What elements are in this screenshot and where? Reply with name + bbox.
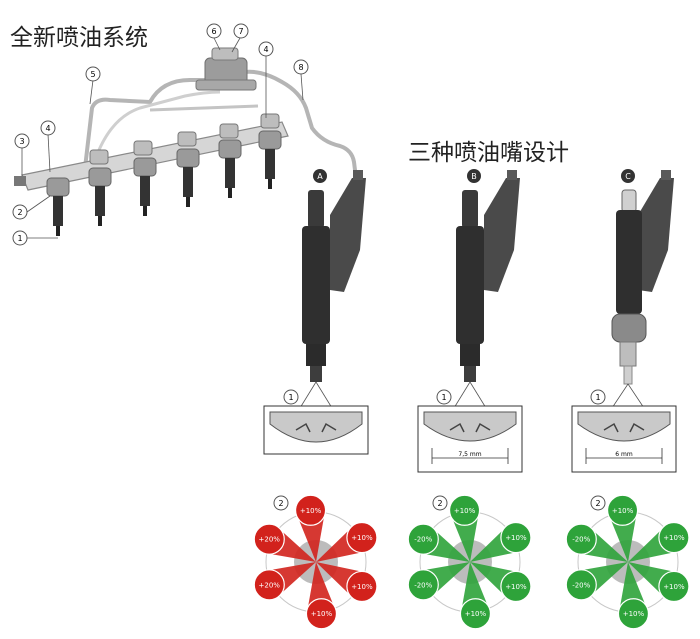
variant-b: B 1 7,5 mm xyxy=(407,169,532,630)
spray-jet-tip xyxy=(448,494,481,526)
svg-text:2: 2 xyxy=(437,499,442,508)
svg-text:2: 2 xyxy=(17,208,22,217)
spray-jet-label: +20% xyxy=(259,581,281,589)
svg-text:1: 1 xyxy=(17,234,22,243)
nozzle-tip-detail-b xyxy=(417,405,523,473)
spray-jet-tip xyxy=(294,494,327,526)
spray-jet-label: +10% xyxy=(663,534,685,542)
svg-text:4: 4 xyxy=(45,124,50,133)
variant-badge xyxy=(467,169,481,183)
spray-jet-tip xyxy=(658,570,690,603)
system-callout: 1 xyxy=(12,230,28,246)
spray-jet-label: -20% xyxy=(414,536,432,544)
svg-text:2: 2 xyxy=(278,499,283,508)
variant-badge xyxy=(313,169,327,183)
injector-b xyxy=(456,170,520,382)
spray-jet-tip xyxy=(346,570,378,603)
spray-jet-label: -20% xyxy=(572,536,590,544)
svg-text:8: 8 xyxy=(298,63,303,72)
spray-jet-label: +10% xyxy=(465,610,487,618)
svg-text:2: 2 xyxy=(595,499,600,508)
fuel-line xyxy=(243,69,358,179)
fuel-rail-system: 1 2 3 4 5 6 7 4 8 xyxy=(12,23,358,246)
spray-jet-tip xyxy=(500,521,532,554)
spray-jet-label: +10% xyxy=(300,507,322,515)
system-callout: 6 xyxy=(206,23,222,39)
svg-text:6: 6 xyxy=(211,27,216,36)
spray-jet-label: +10% xyxy=(505,583,527,591)
nozzle-tip-detail-a xyxy=(263,405,369,455)
spray-jet-label: +20% xyxy=(259,536,281,544)
variant-badge xyxy=(621,169,635,183)
system-title: 全新喷油系统 xyxy=(10,25,148,51)
spray-jet-tip xyxy=(617,598,650,630)
spray-jet-tip xyxy=(407,523,439,555)
system-callout: 8 xyxy=(293,59,309,75)
spray-jet-label: +10% xyxy=(351,583,373,591)
nozzle-tip-detail-c xyxy=(571,405,677,473)
system-callout: 7 xyxy=(233,23,249,39)
svg-text:3: 3 xyxy=(19,137,24,146)
nozzle-designs-title: 三种喷油嘴设计 xyxy=(408,140,569,166)
system-callout: 2 xyxy=(12,204,28,220)
svg-text:1: 1 xyxy=(288,393,293,402)
spray-jet-label: +10% xyxy=(351,534,373,542)
svg-text:A: A xyxy=(317,172,323,181)
spray-jet-tip xyxy=(565,523,597,555)
spray-pattern-a: +10% +10% +20% +20% +10% +10% xyxy=(253,494,378,630)
spray-jet-label: +10% xyxy=(612,507,634,515)
spray-jet-label: +10% xyxy=(311,610,333,618)
spray-jet-label: -20% xyxy=(414,581,432,589)
injector-c xyxy=(611,170,674,385)
spray-jet-tip xyxy=(565,569,597,601)
svg-text:B: B xyxy=(471,172,477,181)
system-callout: 4 xyxy=(40,120,56,136)
spray-jet-tip xyxy=(500,570,532,603)
spray-jet-label: +10% xyxy=(663,583,685,591)
system-callout: 3 xyxy=(14,133,30,149)
variant-c: C 1 6 mm xyxy=(565,169,690,630)
injector-a xyxy=(302,170,366,382)
spray-jet-tip xyxy=(606,494,639,526)
svg-text:C: C xyxy=(625,172,631,181)
spray-jet-tip xyxy=(459,598,492,630)
svg-text:4: 4 xyxy=(263,45,268,54)
spray-pattern-b: +10% +10% -20% -20% +10% +10% xyxy=(407,494,532,630)
system-callout: 5 xyxy=(85,66,101,82)
fuel-line xyxy=(149,104,259,112)
spray-jet-tip xyxy=(253,569,285,601)
spray-jet-tip xyxy=(305,598,338,630)
system-callout: 4 xyxy=(258,41,274,57)
spray-jet-tip xyxy=(253,523,285,555)
dimension-label: 7,5 mm xyxy=(458,451,481,458)
spray-pattern-c: +10% +10% -20% -20% +10% +10% xyxy=(565,494,690,630)
spray-jet-tip xyxy=(407,569,439,601)
spray-jet-tip xyxy=(346,521,378,554)
svg-text:5: 5 xyxy=(90,70,95,79)
dimension-label: 6 mm xyxy=(615,451,633,458)
injector-row xyxy=(46,130,282,236)
spray-jet-tip xyxy=(658,521,690,554)
spray-jet-label: +10% xyxy=(623,610,645,618)
fuel-line xyxy=(83,78,240,169)
spray-jet-label: -20% xyxy=(572,581,590,589)
svg-text:1: 1 xyxy=(441,393,446,402)
spray-jet-label: +10% xyxy=(454,507,476,515)
spray-jet-label: +10% xyxy=(505,534,527,542)
svg-text:1: 1 xyxy=(595,393,600,402)
fuel-line xyxy=(93,90,221,161)
svg-text:7: 7 xyxy=(238,27,243,36)
variant-a: A 1 2 +10% +10% +20% +20% +10% +10% xyxy=(253,169,378,630)
